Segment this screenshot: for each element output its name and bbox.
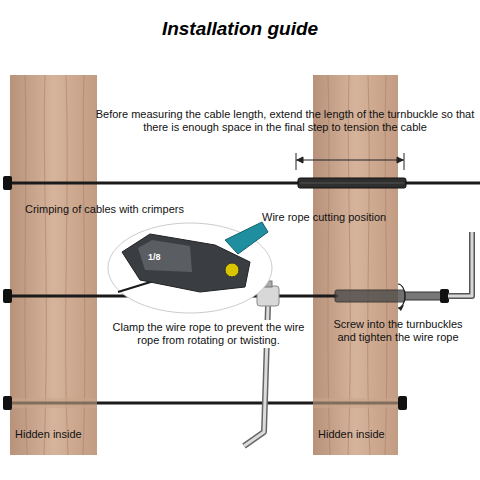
turnbuckle [335,290,405,302]
length-bracket [296,153,404,170]
part-note: Hidden inside [318,428,408,441]
bracket-arrowhead [297,157,303,163]
step-label: Clamp the wire rope to prevent the wire … [104,320,313,348]
wood-post [10,75,97,455]
step-label: Screw into the turnbuckles and tighten t… [328,318,468,344]
die-marking: 1/8 [148,252,172,263]
bracket-tick [296,153,297,170]
hex-key [448,232,472,296]
threaded-rod [405,292,441,300]
hex-key-highlight [448,232,472,296]
instruction-note: Before measuring the cable length, exten… [92,108,478,134]
rotation-arrow [398,284,405,308]
end-cap [398,396,407,410]
step-label: Crimping of cables with crimpers [25,203,210,216]
end-cap [3,396,12,410]
wire-rope [8,182,480,185]
crimper-inset [108,223,272,313]
part-note: Hidden inside [15,428,105,441]
end-cap [3,176,12,190]
crimper-handle [225,222,268,254]
post-cover [10,398,97,408]
turnbuckle [298,178,406,188]
post-cover [313,398,398,408]
bracket-tick [404,153,405,170]
bracket-arrowhead [397,157,403,163]
crimper-bolt [225,263,239,277]
end-cap [440,289,449,303]
turnbuckle-thread [300,183,404,184]
diagram-title: Installation guide [0,18,480,41]
end-cap [3,289,12,303]
step-label: Wire rope cutting position [262,211,412,224]
crimper-die [138,240,192,272]
rotation-arrowhead [398,305,404,311]
bracket-line [296,160,404,161]
